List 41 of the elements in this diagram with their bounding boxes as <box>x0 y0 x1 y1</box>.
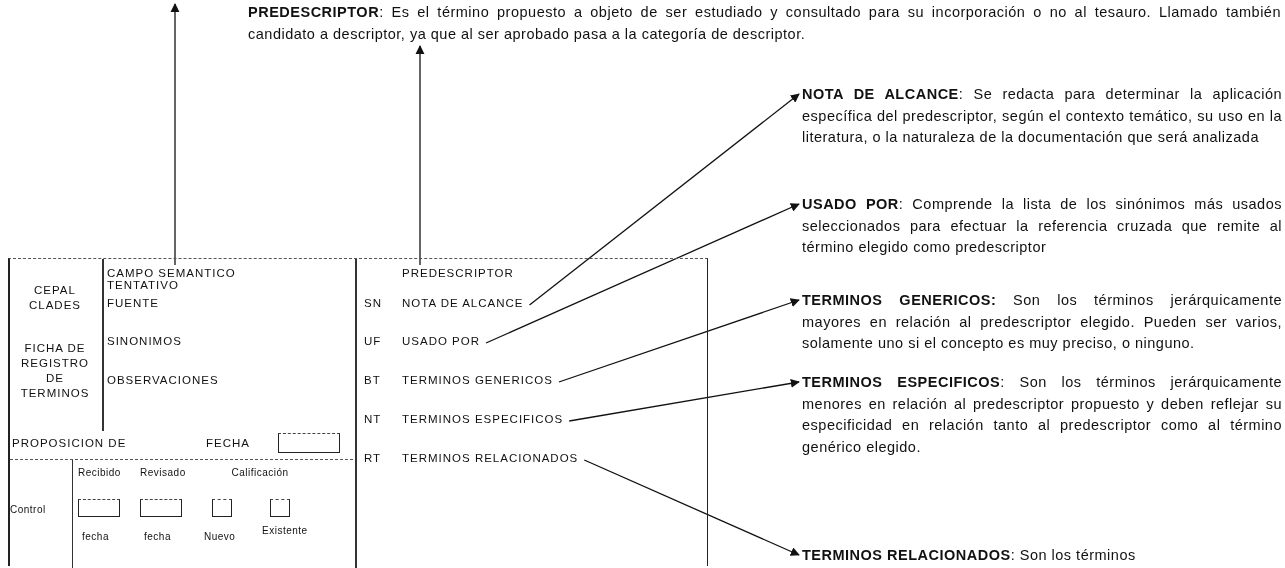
form-label: Existente <box>262 524 309 538</box>
description-text: TERMINOS GENERICOS: Son los términos jerárquicamente mayores en relación al predescriptor elegido. Pueden ser varios, solamente uno si el concepto es muy preciso, o ninguno. <box>802 290 1282 355</box>
arrow <box>170 3 180 266</box>
form-label: Nuevo <box>204 531 236 542</box>
form-label: Control <box>10 504 46 515</box>
form-card <box>8 258 708 566</box>
form-label: CEPAL CLADES <box>28 283 82 313</box>
field-label: TERMINOS RELACIONADOS <box>402 452 579 464</box>
form-label: FECHA <box>206 437 250 449</box>
arrow <box>583 459 800 556</box>
form-label: BT <box>364 374 381 386</box>
field-label: NOTA DE ALCANCE <box>402 297 524 309</box>
form-label: OBSERVACIONES <box>107 374 219 386</box>
form-label: fecha <box>82 531 109 542</box>
field-label: USADO POR <box>402 335 480 347</box>
form-label: FICHA DE REGISTRO DE TERMINOS <box>19 341 91 401</box>
description-text: PREDESCRIPTOR: Es el término propuesto a objeto de ser estudiado y consultado para su incorporación o no al tesauro. Llamado también candidato a descriptor, ya que al ser aprobado pasa a la categoría de descriptor. <box>248 2 1281 45</box>
field-label: TERMINOS GENERICOS <box>402 374 553 386</box>
form-label: UF <box>364 335 382 347</box>
arrow <box>558 298 800 383</box>
description-text: NOTA DE ALCANCE: Se redacta para determinar la aplicación específica del predescriptor, según el contexto temático, su uso en la literatura, o la naturaleza de la documentación que será analizada <box>802 84 1282 149</box>
arrow <box>568 378 800 422</box>
form-label: FUENTE <box>107 297 159 309</box>
description-text: USADO POR: Comprende la lista de los sinónimos más usados seleccionados para efectuar la referencia cruzada que remite al término elegido como predescriptor <box>802 194 1282 259</box>
form-label: SN <box>364 297 382 309</box>
form-label: fecha <box>144 531 171 542</box>
arrow <box>528 93 800 306</box>
form-label: SINONIMOS <box>107 335 182 347</box>
form-label: RT <box>364 452 382 464</box>
arrow <box>415 45 425 266</box>
field-label: TERMINOS ESPECIFICOS <box>402 413 564 425</box>
description-text: TERMINOS RELACIONADOS: Son los términos <box>802 545 1282 567</box>
form-label: Recibido <box>78 466 122 480</box>
form-label: PROPOSICION DE <box>12 437 127 449</box>
field-label: CAMPO SEMANTICO TENTATIVO <box>107 267 277 291</box>
description-text: TERMINOS ESPECIFICOS: Son los términos jerárquicamente menores en relación al predescriptor propuesto y deben reflejar su especificidad en relación tanto al predescriptor como al término genérico elegido. <box>802 372 1282 458</box>
form-label: Calificación <box>230 466 290 480</box>
arrow <box>485 203 800 344</box>
form-label: NT <box>364 413 382 425</box>
field-label: PREDESCRIPTOR <box>402 267 552 279</box>
form-label: Revisado <box>140 466 187 480</box>
